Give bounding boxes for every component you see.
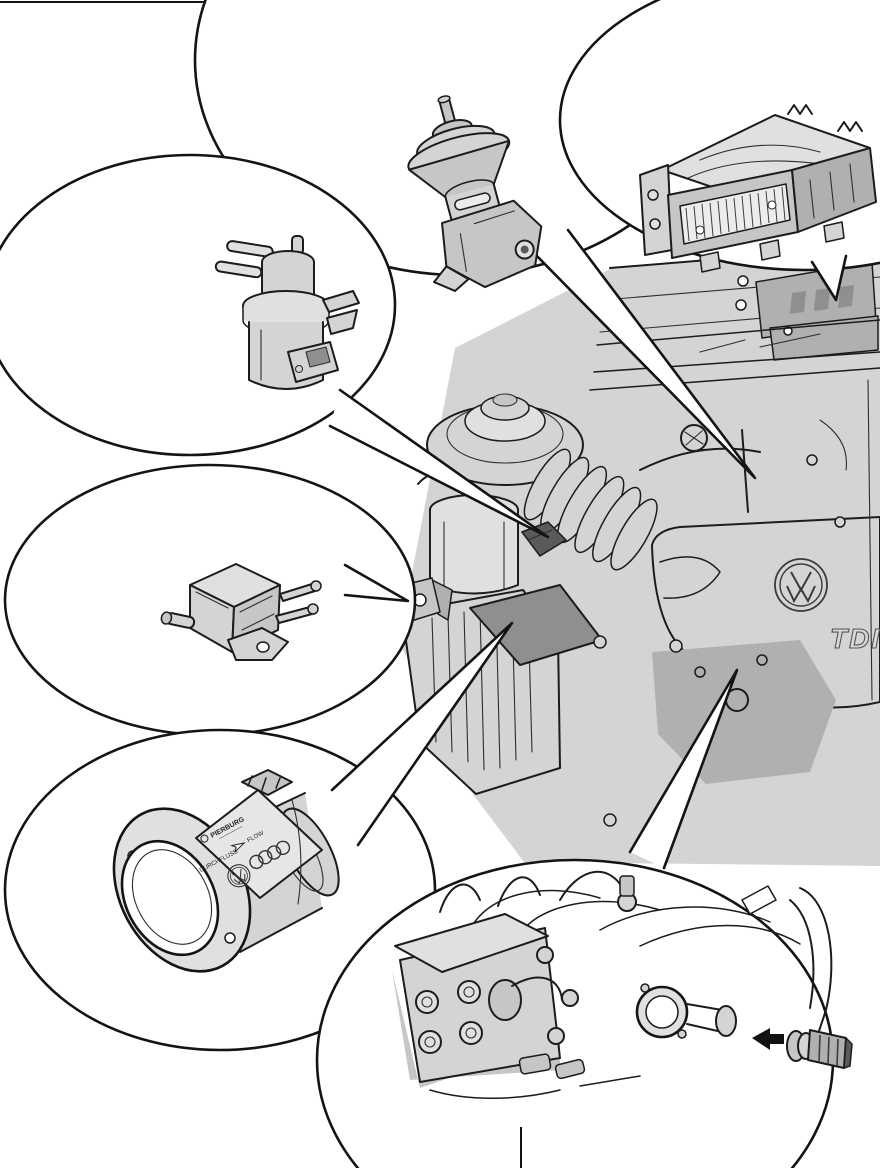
audi-rings-icon (249, 840, 291, 870)
boost-valve-illustration (214, 235, 360, 390)
ecu-clip (787, 104, 813, 115)
injection-pump-illustration (392, 870, 853, 1099)
maf-connector (241, 769, 293, 796)
insert-arrow-icon (752, 1028, 784, 1050)
flow-arrow-icon (230, 842, 246, 854)
leader-egr (533, 230, 755, 478)
maf-bore (120, 839, 220, 957)
pump-fitting (617, 875, 637, 912)
sensor-connector (752, 1028, 853, 1069)
boost-valve-fork (322, 290, 360, 313)
engine-bay-illustration: TDI (399, 245, 880, 866)
pierburg-logo-icon (200, 834, 209, 843)
vw-logo-icon (774, 558, 828, 612)
oil-cap (680, 424, 708, 452)
ecu-clip (837, 121, 863, 132)
vw-logo-small-icon (227, 864, 251, 888)
egr-valve-illustration (407, 95, 543, 292)
tdi-badge: TDI (830, 623, 880, 654)
ecu-bracket (639, 164, 673, 256)
leader-boost-valve (330, 390, 548, 537)
egr-solenoid-illustration (160, 563, 322, 661)
leader-pump (630, 670, 737, 868)
ecu-illustration (639, 104, 877, 273)
leader-maf (332, 623, 512, 845)
intake-hose (523, 448, 658, 571)
pump-tag (741, 885, 777, 915)
pump-top-cover (394, 913, 549, 973)
thermostat-housing (635, 983, 737, 1039)
maf-sensor-illustration: PIERBURG DURCHFLUSS FLOW (112, 769, 340, 973)
